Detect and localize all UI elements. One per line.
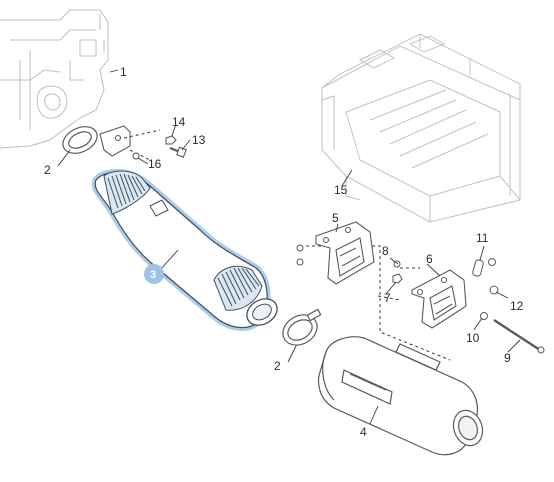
part-nut-7[interactable] — [392, 273, 403, 284]
part-bracket-plate[interactable] — [99, 125, 131, 157]
callout-2-upper[interactable]: 2 — [44, 163, 51, 177]
callout-7[interactable]: 7 — [384, 291, 391, 305]
leader-dashes — [123, 129, 451, 361]
part-bolt-9[interactable] — [493, 318, 545, 354]
part-bracket-6[interactable] — [411, 269, 467, 329]
part-muffler[interactable] — [317, 336, 488, 456]
callout-1[interactable]: 1 — [120, 65, 127, 79]
callout-6[interactable]: 6 — [426, 252, 433, 266]
part-clamp-lower[interactable] — [277, 308, 322, 351]
part-pin-11[interactable] — [472, 259, 484, 277]
callout-15[interactable]: 15 — [334, 183, 348, 197]
part-nuts-left[interactable] — [296, 244, 304, 266]
callout-10[interactable]: 10 — [466, 331, 480, 345]
part-washer-10[interactable] — [480, 312, 488, 320]
callout-5[interactable]: 5 — [332, 211, 339, 225]
part-washer-16[interactable] — [132, 152, 140, 160]
callout-14[interactable]: 14 — [172, 115, 186, 129]
callout-4[interactable]: 4 — [360, 425, 367, 439]
part-clip-12[interactable] — [488, 258, 499, 295]
callout-3[interactable]: 3 — [150, 269, 156, 281]
leader-lines — [57, 69, 521, 425]
part-gasket-upper[interactable] — [59, 122, 102, 159]
callout-13[interactable]: 13 — [192, 133, 206, 147]
part-bracket-5[interactable] — [315, 221, 375, 285]
callout-2-lower[interactable]: 2 — [274, 359, 281, 373]
callout-11[interactable]: 11 — [476, 231, 489, 245]
callout-3-badge[interactable] — [144, 264, 164, 284]
callout-16[interactable]: 16 — [148, 157, 162, 171]
callouts: 1 2 2 3 4 5 6 7 8 9 10 11 12 13 14 15 16 — [44, 65, 524, 439]
callout-12[interactable]: 12 — [510, 299, 524, 313]
part-bolt-13[interactable] — [169, 146, 187, 158]
callout-9[interactable]: 9 — [504, 351, 511, 365]
part-frame-cradle[interactable] — [321, 33, 521, 223]
part-engine-block[interactable] — [0, 9, 109, 149]
callout-8[interactable]: 8 — [382, 244, 389, 258]
part-nut-14[interactable] — [165, 135, 177, 145]
part-exhaust-pipe[interactable] — [91, 168, 282, 331]
